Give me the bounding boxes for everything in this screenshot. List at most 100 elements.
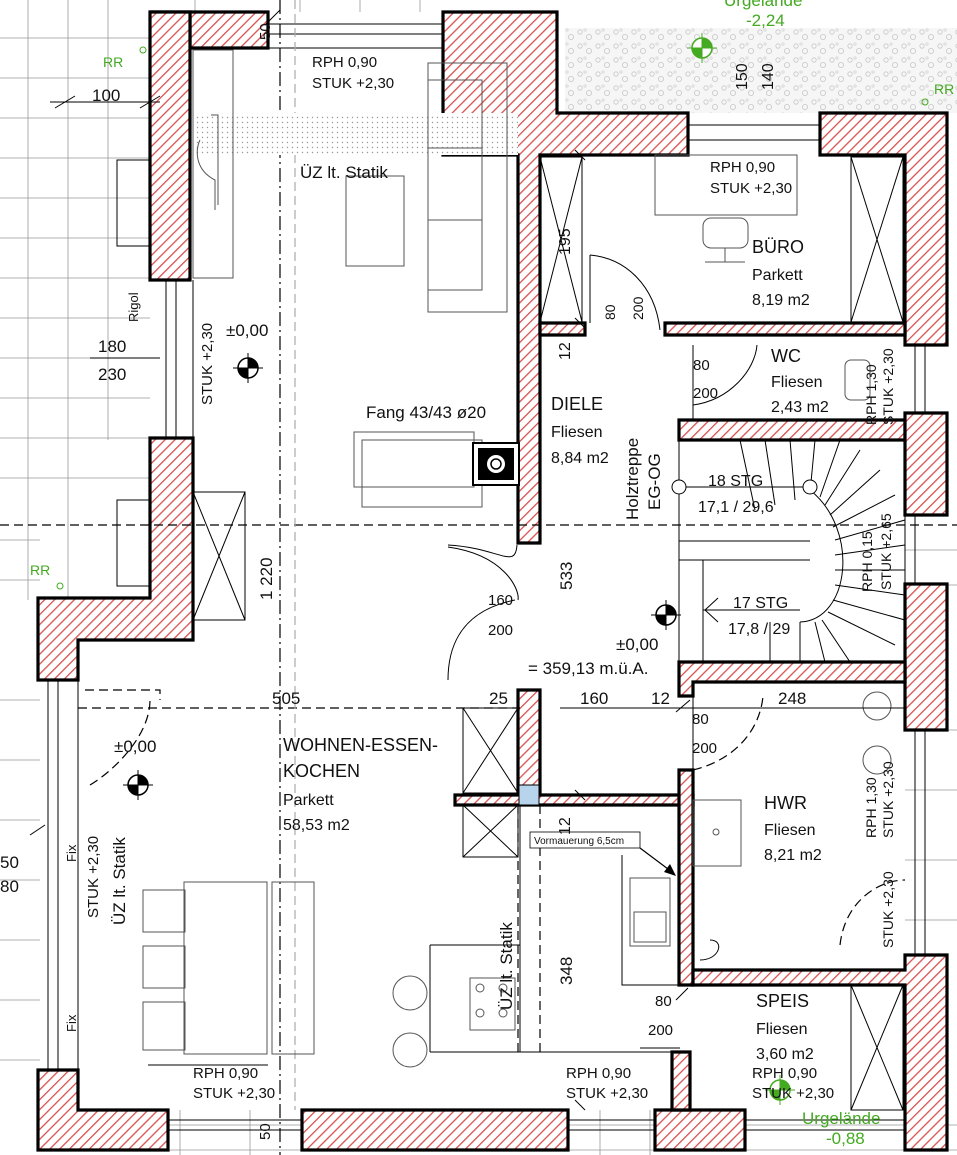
room-wc-area: 2,43 m2 bbox=[771, 399, 829, 416]
opening-buero-rph: RPH 0,90 bbox=[710, 159, 775, 176]
level-zero-left: ±0,00 bbox=[226, 321, 268, 340]
annotation-rr-2: RR bbox=[30, 562, 50, 578]
annotation-fang: Fang 43/43 ø20 bbox=[366, 403, 486, 422]
room-wc-floor: Fliesen bbox=[771, 374, 823, 391]
annotation-rr-1: RR bbox=[103, 54, 123, 70]
dim-80-speis: 80 bbox=[655, 993, 672, 1010]
dim-100: 100 bbox=[92, 86, 120, 105]
level-markers bbox=[56, 33, 929, 1105]
dim-50-left: 50 bbox=[0, 853, 19, 872]
opening-bottom2-stuk: STUK +2,30 bbox=[566, 1085, 648, 1102]
dim-200-wc: 200 bbox=[693, 385, 718, 402]
level-zero-center: ±0,00 bbox=[616, 635, 658, 654]
stairs-upper-ratio: 17,1 / 29,6 bbox=[698, 499, 774, 516]
dim-50-bottom: 50 bbox=[257, 1123, 274, 1140]
note-stuk-left: STUK +2,30 bbox=[199, 323, 216, 405]
note-hwr-rph: RPH 1,30 bbox=[863, 777, 879, 838]
dim-140: 140 bbox=[760, 63, 777, 90]
dim-248: 248 bbox=[778, 689, 806, 708]
dim-80-hwr: 80 bbox=[692, 711, 709, 728]
room-speis-floor: Fliesen bbox=[756, 1021, 808, 1038]
note-uez-left: ÜZ lt. Statik bbox=[110, 837, 129, 925]
opening-top-stuk: STUK +2,30 bbox=[312, 75, 394, 92]
room-wohnen-floor: Parkett bbox=[283, 792, 334, 809]
dim-80-wc: 80 bbox=[693, 357, 710, 374]
dim-200-buero: 200 bbox=[630, 296, 646, 320]
dim-80-buero: 80 bbox=[602, 304, 618, 320]
dim-200-door: 200 bbox=[488, 622, 513, 639]
room-hwr-name: HWR bbox=[764, 793, 807, 813]
dim-25: 25 bbox=[489, 689, 508, 708]
annotation-vormauerung: Vormauerung 6,5cm bbox=[534, 836, 624, 847]
room-wohnen-area: 58,53 m2 bbox=[283, 817, 350, 834]
dim-195: 195 bbox=[557, 228, 574, 255]
room-diele-area: 8,84 m2 bbox=[551, 450, 609, 467]
room-buero-area: 8,19 m2 bbox=[752, 292, 810, 309]
opening-bottom2-rph: RPH 0,90 bbox=[566, 1065, 631, 1082]
level-urgelaende-top: -2,24 bbox=[746, 11, 785, 30]
level-above-sea: = 359,13 m.ü.A. bbox=[528, 659, 649, 678]
room-speis-name: SPEIS bbox=[756, 991, 809, 1011]
opening-bottom1-rph: RPH 0,90 bbox=[193, 1065, 258, 1082]
beam-strip bbox=[193, 113, 518, 155]
opening-buero-stuk: STUK +2,30 bbox=[710, 180, 792, 197]
dim-50-top: 50 bbox=[257, 23, 274, 40]
dim-80-left: 80 bbox=[0, 877, 19, 896]
level-urgelaende-bottom: -0,88 bbox=[826, 1129, 865, 1148]
dim-12-c: 12 bbox=[557, 817, 574, 835]
level-zero-wohnen: ±0,00 bbox=[114, 737, 156, 756]
annotation-rr-3: RR bbox=[934, 81, 954, 97]
stairs-upper-steps: 18 STG bbox=[708, 473, 763, 490]
column bbox=[518, 784, 540, 806]
dim-1220: 1 220 bbox=[257, 557, 276, 600]
note-hwr-stuk2: STUK +2,30 bbox=[880, 871, 896, 948]
level-urgelaende-top-label: Urgelände bbox=[724, 0, 802, 10]
room-diele-floor: Fliesen bbox=[551, 424, 603, 441]
room-speis-area: 3,60 m2 bbox=[756, 1046, 814, 1063]
room-buero-name: BÜRO bbox=[752, 237, 804, 257]
room-wc-name: WC bbox=[771, 346, 801, 366]
dim-533: 533 bbox=[557, 562, 576, 590]
note-uez-middle: ÜZ lt. Statik bbox=[497, 922, 516, 1010]
interior-lines bbox=[47, 23, 926, 1131]
doors bbox=[89, 254, 906, 961]
level-urgelaende-bottom-label: Urgelände bbox=[802, 1109, 880, 1128]
note-fix-2: Fix bbox=[64, 1014, 79, 1032]
note-stair-rph: RPH 0,15 bbox=[859, 531, 875, 592]
dim-200-speis: 200 bbox=[648, 1022, 673, 1039]
opening-top-rph: RPH 0,90 bbox=[312, 54, 377, 71]
stairs-lower-steps: 17 STG bbox=[733, 595, 788, 612]
dim-12-a: 12 bbox=[557, 342, 574, 360]
room-wohnen-name-2: KOCHEN bbox=[283, 761, 360, 781]
note-wc-stuk: STUK +2,30 bbox=[880, 348, 896, 425]
opening-bottom3-stuk: STUK +2,30 bbox=[752, 1085, 834, 1102]
annotation-uez-top: ÜZ lt. Statik bbox=[300, 163, 388, 182]
note-fix-1: Fix bbox=[64, 844, 79, 862]
note-hwr-stuk: STUK +2,30 bbox=[880, 761, 896, 838]
vormauerung-arrow bbox=[529, 831, 676, 876]
furniture bbox=[116, 49, 904, 1111]
dim-160-mid: 160 bbox=[580, 689, 608, 708]
dimension-ticks bbox=[29, 9, 905, 1111]
gravel-area bbox=[565, 28, 957, 113]
dim-150: 150 bbox=[734, 63, 751, 90]
room-diele-name: DIELE bbox=[551, 394, 603, 414]
opening-bottom3-rph: RPH 0,90 bbox=[752, 1065, 817, 1082]
opening-bottom1-stuk: STUK +2,30 bbox=[193, 1085, 275, 1102]
dim-180: 180 bbox=[98, 337, 126, 356]
note-wc-rph: RPH 1,30 bbox=[863, 364, 879, 425]
note-rigol: Rigol bbox=[126, 292, 141, 322]
room-buero-floor: Parkett bbox=[752, 267, 803, 284]
dim-230: 230 bbox=[98, 365, 126, 384]
stairs-label-2: EG-OG bbox=[645, 453, 664, 510]
room-hwr-floor: Fliesen bbox=[764, 822, 816, 839]
dim-160-door: 160 bbox=[488, 592, 513, 609]
dim-200-hwr: 200 bbox=[692, 740, 717, 757]
stair-treads bbox=[671, 439, 906, 663]
walls bbox=[36, 10, 949, 1152]
room-wohnen-name-1: WOHNEN-ESSEN- bbox=[283, 735, 438, 755]
stairs-lower-ratio: 17,8 / 29 bbox=[728, 621, 790, 638]
stairs-label-1: Holztreppe bbox=[623, 438, 642, 520]
